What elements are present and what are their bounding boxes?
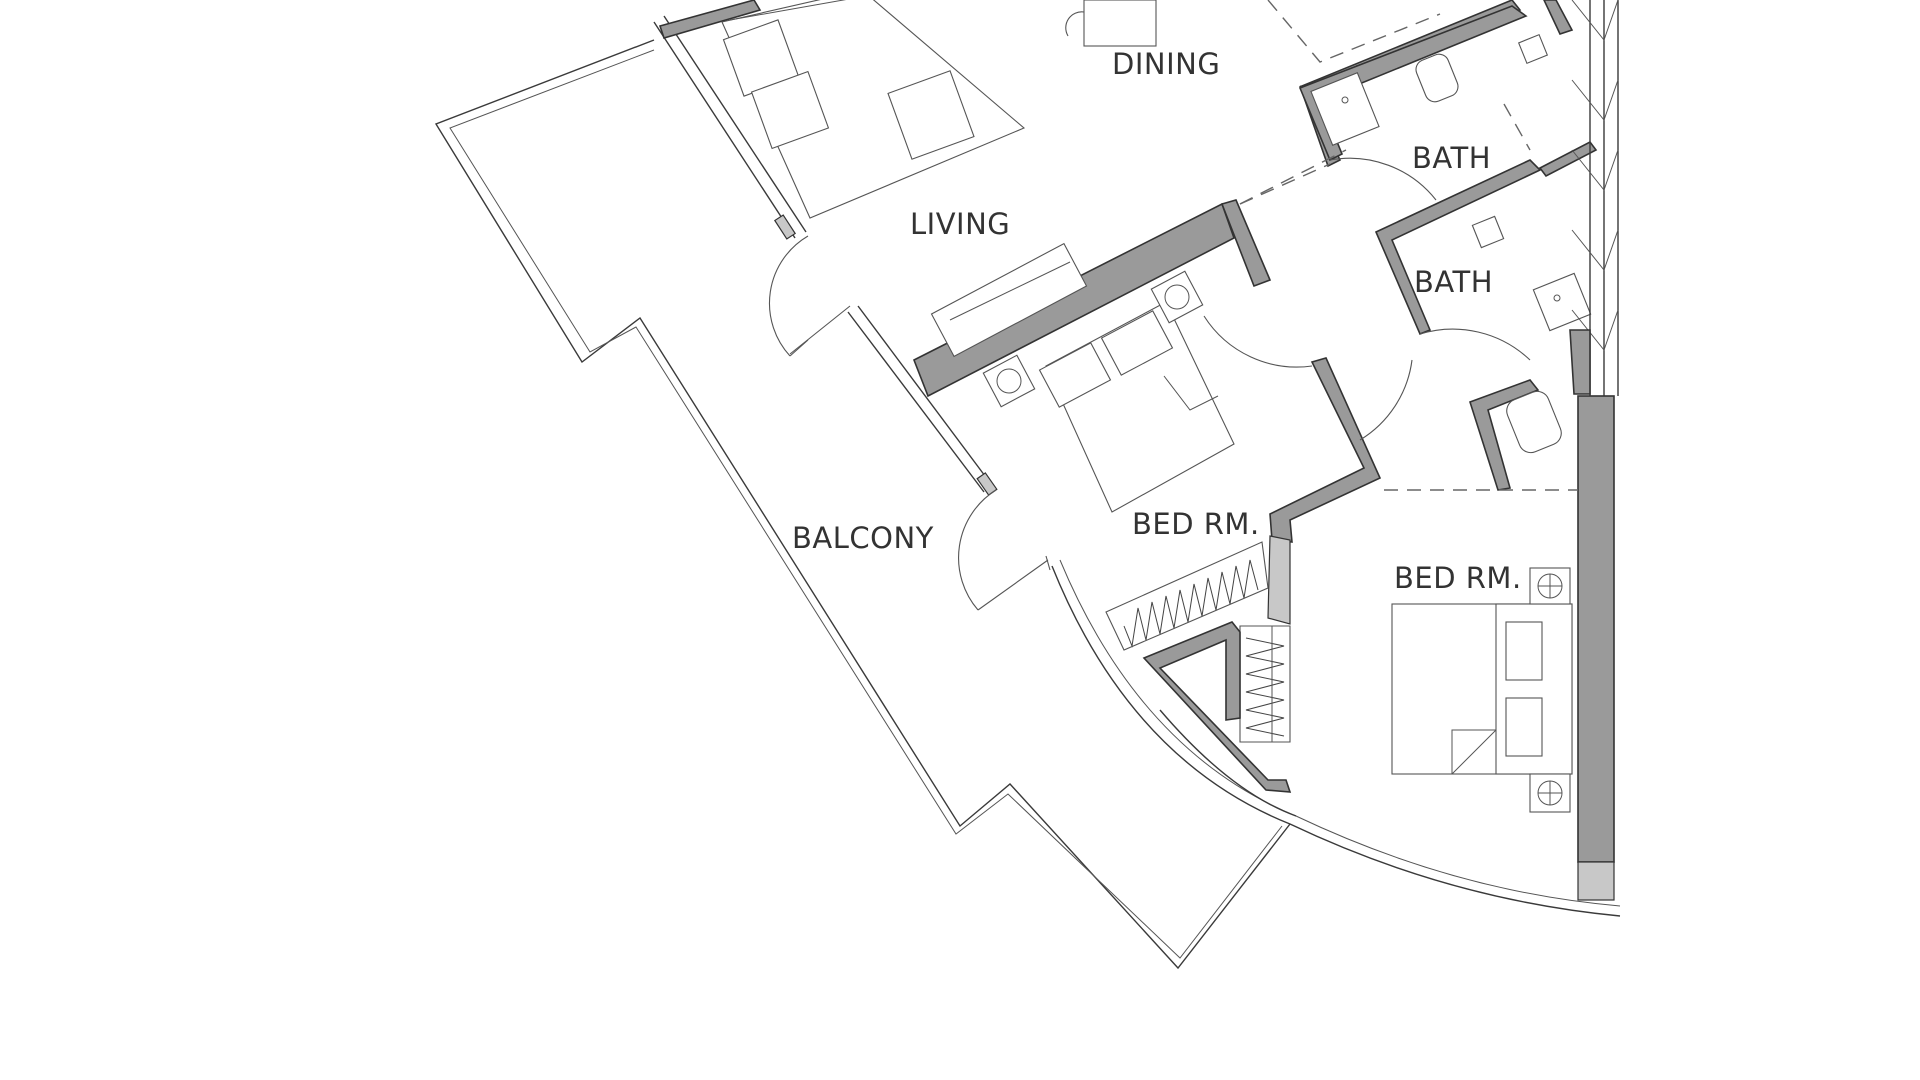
label-bedroom-1: BED RM. bbox=[1132, 507, 1260, 541]
label-dining: DINING bbox=[1112, 47, 1220, 81]
room-labels: DINING LIVING BATH BATH BED RM. BED RM. … bbox=[792, 47, 1522, 595]
label-living: LIVING bbox=[910, 207, 1010, 241]
right-core bbox=[1543, 0, 1619, 396]
bath-2 bbox=[1374, 140, 1598, 491]
bedroom-2-furniture bbox=[1391, 567, 1573, 813]
label-bedroom-2: BED RM. bbox=[1394, 561, 1522, 595]
label-bath-2: BATH bbox=[1414, 265, 1493, 299]
label-balcony: BALCONY bbox=[792, 521, 934, 555]
curved-facade bbox=[1051, 559, 1621, 917]
long-right-wall bbox=[1577, 395, 1615, 901]
living-furniture bbox=[721, 0, 1026, 219]
bedroom-1-walls bbox=[912, 199, 1578, 625]
bedroom-1-furniture bbox=[930, 242, 1235, 513]
bath-1 bbox=[1239, 5, 1549, 205]
balcony-outline bbox=[434, 39, 1291, 970]
doors bbox=[768, 149, 1347, 611]
wardrobe bbox=[1105, 541, 1292, 793]
dining-furniture bbox=[1065, 0, 1441, 67]
label-bath-1: BATH bbox=[1412, 141, 1491, 175]
